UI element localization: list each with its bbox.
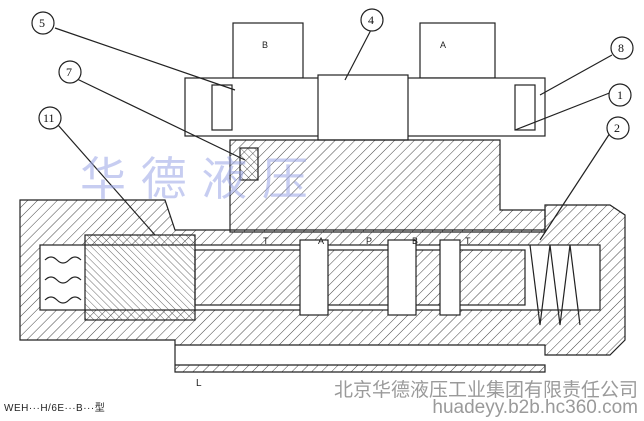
model-designation: WEH···H/6E···B···型 xyxy=(4,403,106,414)
company-name: 北京华德液压工业集团有限责任公司 xyxy=(333,380,638,401)
port-t-right: T xyxy=(465,236,471,246)
solenoid-a-label: A xyxy=(440,40,446,50)
website: huadeyy.b2b.hc360.com xyxy=(432,397,638,418)
port-t-left: T xyxy=(263,236,269,246)
solenoid-b xyxy=(184,22,321,137)
port-l-label: L xyxy=(196,378,202,389)
callout-8: 8 xyxy=(618,41,624,55)
left-spring xyxy=(44,256,82,304)
solenoid-b-label: B xyxy=(262,40,268,50)
callout-5: 5 xyxy=(39,16,45,30)
watermark: 华 德 液 压 xyxy=(80,152,308,206)
left-piston xyxy=(84,234,196,321)
callout-2: 2 xyxy=(614,121,620,135)
callout-7: 7 xyxy=(66,65,72,79)
port-p: P xyxy=(366,236,372,246)
port-b: B xyxy=(412,236,418,246)
plug xyxy=(239,147,259,181)
callout-1: 1 xyxy=(617,88,623,102)
callout-4: 4 xyxy=(368,13,374,27)
center-housing xyxy=(317,74,409,141)
port-a: A xyxy=(318,236,324,246)
right-spring xyxy=(529,244,581,326)
solenoid-a xyxy=(404,22,546,137)
callout-11: 11 xyxy=(43,111,55,125)
main-spool xyxy=(194,249,526,306)
